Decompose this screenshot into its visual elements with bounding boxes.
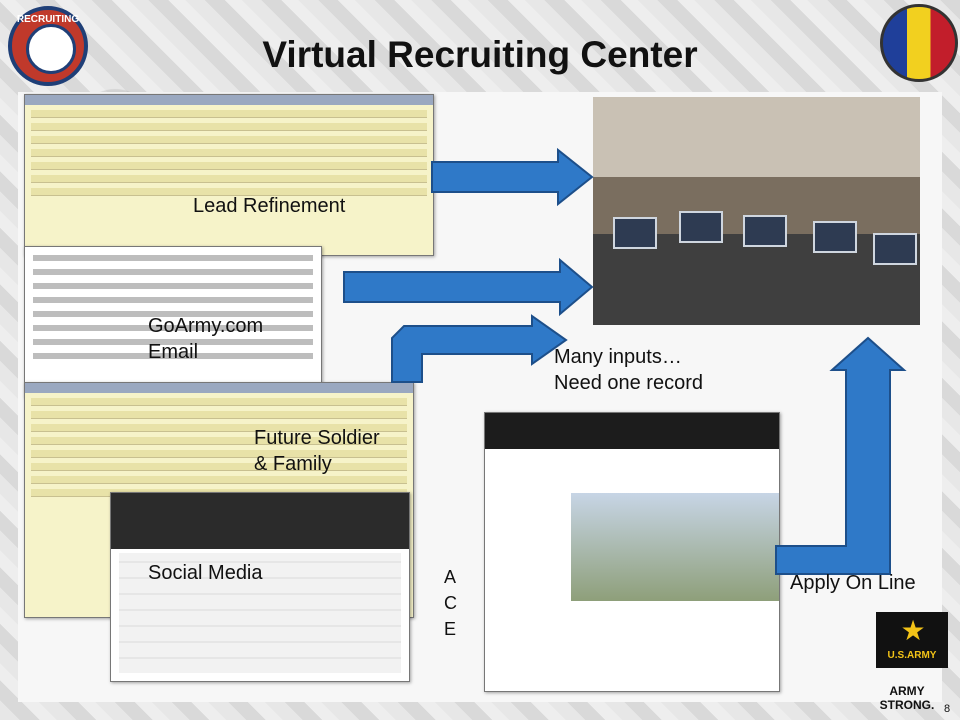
form-row xyxy=(31,175,427,183)
recruiting-command-logo: RECRUITING xyxy=(8,6,88,86)
form-row xyxy=(31,411,407,419)
liberty-bell-icon xyxy=(26,24,76,74)
computer-monitor xyxy=(813,221,857,253)
apply-online-label: Apply On Line xyxy=(790,572,916,594)
future-soldier-label: Future Soldier & Family xyxy=(254,427,380,475)
form-row xyxy=(31,476,407,484)
form-row xyxy=(31,149,427,157)
social-media-screenshot xyxy=(110,492,410,682)
many-inputs-label: Many inputs… Need one record xyxy=(554,346,703,394)
lead-refinement-label: Lead Refinement xyxy=(193,195,346,217)
us-army-text: U.S.ARMY xyxy=(887,650,937,661)
social-feed xyxy=(119,553,401,673)
form-row xyxy=(31,450,407,458)
form-row xyxy=(31,188,427,196)
goarmy-email-screenshot xyxy=(24,246,322,398)
form-row xyxy=(31,437,407,445)
computer-monitor xyxy=(613,217,657,249)
unit-insignia-logo xyxy=(880,4,958,82)
recruiting-center-photo xyxy=(593,97,920,325)
lead-refinement-screenshot xyxy=(24,94,434,256)
soldier-photo xyxy=(571,493,779,601)
form-row xyxy=(31,463,407,471)
email-line xyxy=(33,297,313,303)
arrow-lead-to-center xyxy=(431,147,594,207)
careers-jobs-screenshot xyxy=(484,412,780,692)
email-line xyxy=(33,339,313,345)
form-row xyxy=(31,110,427,118)
email-line xyxy=(33,283,313,289)
computer-monitor xyxy=(873,233,917,265)
email-line xyxy=(33,269,313,275)
form-row xyxy=(31,136,427,144)
arrow-apply-online-to-center xyxy=(775,336,907,575)
arrow-ace-to-center xyxy=(391,314,568,383)
form-header-bar xyxy=(25,383,413,393)
arrow-email-to-center xyxy=(343,257,594,317)
social-media-label: Social Media xyxy=(148,562,263,584)
slide-title: Virtual Recruiting Center xyxy=(262,34,698,75)
army-star-icon: ★ xyxy=(900,615,926,646)
army-site-header xyxy=(485,413,779,449)
email-line xyxy=(33,311,313,317)
form-row xyxy=(31,398,407,406)
future-soldier-center-banner xyxy=(111,493,409,549)
email-line xyxy=(33,353,313,359)
email-line xyxy=(33,255,313,261)
computer-monitor xyxy=(679,211,723,243)
recruiting-logo-text: RECRUITING xyxy=(16,14,80,25)
form-row xyxy=(31,123,427,131)
goarmy-email-label: GoArmy.com Email xyxy=(148,315,264,363)
army-strong-tagline: ARMY STRONG. xyxy=(879,684,935,712)
computer-monitor xyxy=(743,215,787,247)
page-number: 8 xyxy=(944,703,951,715)
form-header-bar xyxy=(25,95,433,105)
form-row xyxy=(31,424,407,432)
email-line xyxy=(33,325,313,331)
us-army-logo: ★ U.S.ARMY xyxy=(876,612,948,668)
form-row xyxy=(31,162,427,170)
ace-label: A C E xyxy=(444,567,457,639)
